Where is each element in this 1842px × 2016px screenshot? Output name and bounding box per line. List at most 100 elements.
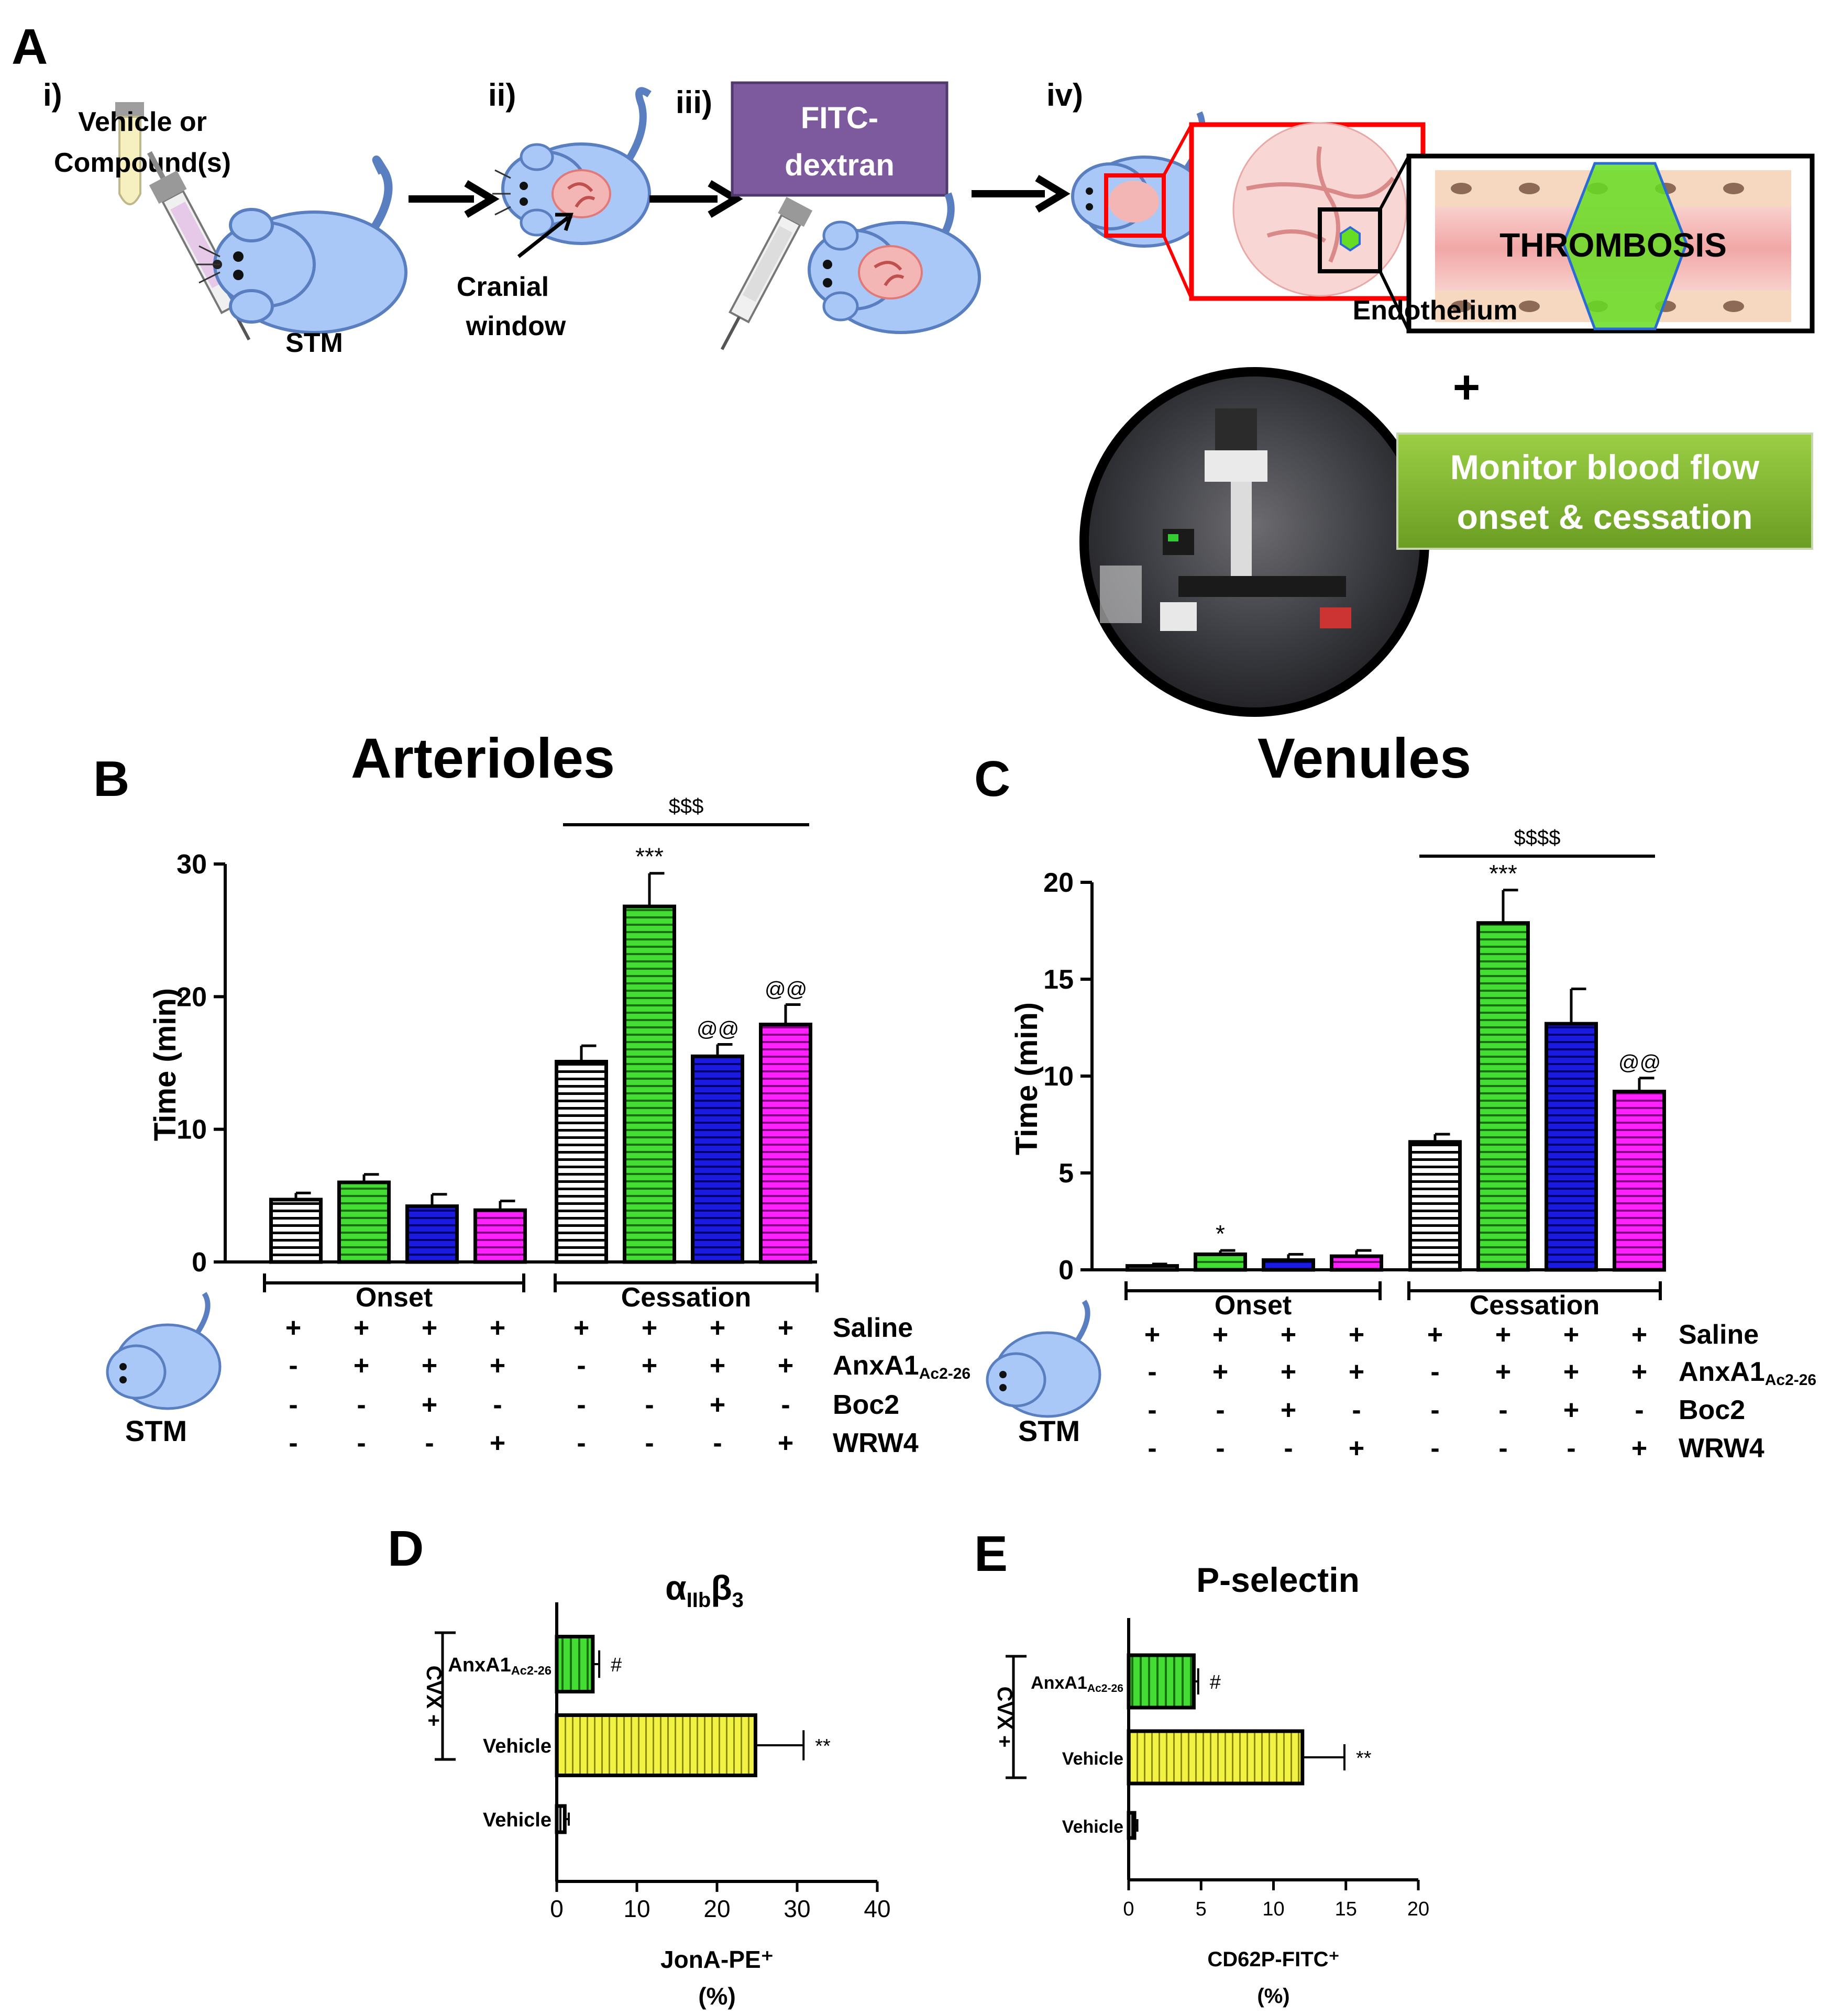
zoom-line-1 <box>1162 124 1193 176</box>
treatment-sign: + <box>1349 1357 1364 1387</box>
x-tick-label: 15 <box>1335 1898 1357 1920</box>
panel-a: A i) ii) iii) iv) Vehicle or Compound(s) <box>12 19 1815 717</box>
treatment-sign: + <box>1495 1320 1511 1350</box>
treatment-table-b: ++++++++Saline-+++-+++AnxA1Ac2-26--+---+… <box>285 1313 970 1458</box>
treatment-sign: + <box>778 1350 793 1381</box>
monitor-label-line1: Monitor blood flow <box>1450 448 1760 486</box>
treatment-sign: - <box>1148 1395 1156 1425</box>
significance-label: @@ <box>696 1018 738 1041</box>
treatment-sign: - <box>1498 1433 1507 1464</box>
stm-label-a: STM <box>285 328 343 358</box>
x-tick-label: 0 <box>1123 1898 1134 1920</box>
bar <box>337 1180 391 1264</box>
chart-c-title: Venules <box>1258 726 1471 790</box>
cranial-label-line1: Cranial <box>457 272 549 302</box>
treatment-sign: - <box>1216 1395 1225 1425</box>
treatment-sign: + <box>490 1313 505 1343</box>
zoom-line-4 <box>1378 270 1410 332</box>
treatment-sign: + <box>778 1313 793 1343</box>
treatment-sign: - <box>577 1350 586 1381</box>
treatment-sign: + <box>710 1350 725 1381</box>
x-axis-label: JonA-PE⁺ <box>660 1946 774 1973</box>
panel-b: B Arterioles Time (min) 0102030***@@@@On… <box>93 726 970 1458</box>
treatment-sign: + <box>490 1428 505 1458</box>
treatment-sign: + <box>1495 1357 1511 1387</box>
x-axis-label-unit: (%) <box>1257 1985 1289 2008</box>
fitc-label-line1: FITC- <box>801 101 878 135</box>
mouse-stm-c-icon <box>986 1300 1101 1418</box>
clot-small-icon <box>1340 226 1361 252</box>
bar <box>405 1204 459 1264</box>
bar <box>555 1635 595 1693</box>
x-axis-label: CD62P-FITC⁺ <box>1207 1948 1339 1971</box>
monitor-label-line2: onset & cessation <box>1457 497 1753 536</box>
treatment-sign: + <box>490 1350 505 1381</box>
mouse-stm-icon <box>196 156 407 334</box>
zoom-line-2 <box>1162 235 1193 300</box>
cranial-label-line2: window <box>466 311 566 341</box>
bar <box>473 1208 527 1264</box>
treatment-sign: + <box>1349 1320 1364 1350</box>
treatment-row-label: AnxA1Ac2-26 <box>833 1350 970 1382</box>
significance-label: ** <box>1356 1747 1372 1769</box>
treatment-sign: + <box>1144 1320 1160 1350</box>
stm-label-b: STM <box>125 1414 187 1447</box>
x-tick-label: 5 <box>1196 1898 1207 1920</box>
treatment-sign: - <box>645 1390 654 1420</box>
bar <box>1262 1258 1315 1272</box>
group-label: Onset <box>1215 1290 1292 1321</box>
treatment-sign: - <box>1148 1357 1156 1387</box>
clot-icon <box>1562 162 1688 330</box>
bar <box>269 1198 323 1264</box>
x-tick-label: 20 <box>1407 1898 1429 1920</box>
syringe-2-icon <box>720 196 813 350</box>
treatment-row-label: Boc2 <box>1679 1395 1745 1425</box>
treatment-sign: + <box>1281 1320 1296 1350</box>
group-label: Cessation <box>1470 1290 1600 1321</box>
treatment-sign: + <box>1563 1357 1579 1387</box>
treatment-sign: + <box>1631 1433 1647 1464</box>
significance-label: *** <box>635 843 664 870</box>
bar <box>759 1023 812 1264</box>
panel-b-letter: B <box>93 751 129 807</box>
treatment-sign: - <box>289 1350 297 1381</box>
mouse-fitc-icon <box>808 192 981 334</box>
treatment-sign: + <box>354 1313 369 1343</box>
bar <box>1127 1653 1196 1710</box>
step-iv-label: iv) <box>1046 77 1083 113</box>
treatment-sign: + <box>1631 1357 1647 1387</box>
y-tick-label: 20 <box>1043 868 1074 898</box>
treatment-sign: - <box>357 1390 366 1420</box>
x-tick-label: 40 <box>864 1895 890 1922</box>
treatment-sign: - <box>645 1428 654 1458</box>
treatment-sign: - <box>1216 1433 1225 1464</box>
treatment-sign: - <box>577 1428 586 1458</box>
treatment-sign: - <box>1430 1395 1439 1425</box>
treatment-sign: - <box>289 1390 297 1420</box>
bar <box>1194 1252 1247 1272</box>
treatment-sign: + <box>1349 1433 1364 1464</box>
treatment-row-label: Saline <box>833 1313 913 1343</box>
bar <box>1476 921 1530 1272</box>
bar <box>623 904 676 1264</box>
treatment-row-label: Saline <box>1679 1320 1759 1350</box>
treatment-sign: + <box>1212 1357 1228 1387</box>
step-i-label: i) <box>43 77 62 113</box>
treatment-row-label: WRW4 <box>1679 1433 1764 1464</box>
category-label: Vehicle <box>483 1809 552 1831</box>
significance-label: *** <box>1489 860 1517 887</box>
y-tick-label: 20 <box>177 982 207 1012</box>
zoom-box-small <box>1104 173 1166 238</box>
y-tick-label: 0 <box>192 1247 207 1278</box>
treatment-sign: + <box>422 1313 437 1343</box>
significance-label: ** <box>815 1735 831 1757</box>
x-tick-label: 30 <box>784 1895 810 1922</box>
significance-label: * <box>1216 1220 1225 1247</box>
treatment-sign: + <box>642 1350 657 1381</box>
group-label: Cessation <box>621 1282 752 1313</box>
arrow-1-icon <box>409 180 500 218</box>
